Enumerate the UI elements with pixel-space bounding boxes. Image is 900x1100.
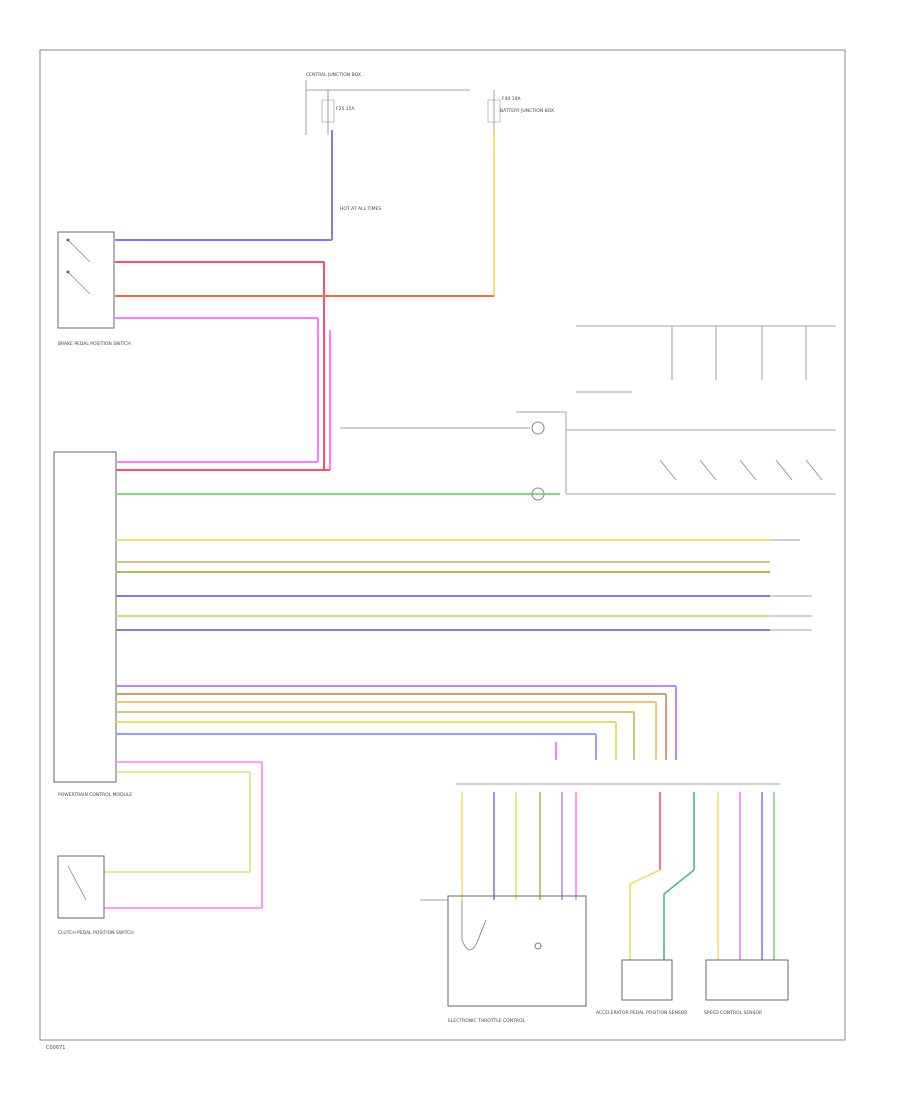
clutch-wires bbox=[104, 762, 263, 909]
label-sensor-a: ELECTRONIC THROTTLE CONTROL bbox=[448, 1018, 525, 1024]
right-terminals bbox=[770, 539, 812, 631]
label-hot: HOT AT ALL TIMES bbox=[340, 206, 381, 212]
brake-switch bbox=[57, 231, 115, 329]
footer-code: C00671 bbox=[46, 1045, 66, 1051]
label-junction-box: CENTRAL JUNCTION BOX bbox=[306, 72, 361, 78]
label-sensor-c: SPEED CONTROL SENSOR bbox=[704, 1010, 762, 1016]
bottom-boxes bbox=[420, 895, 789, 1007]
pcm-module bbox=[53, 451, 117, 783]
bottom-wires bbox=[461, 792, 775, 960]
label-sensor-b: ACCELERATOR PEDAL POSITION SENSOR bbox=[596, 1010, 687, 1016]
switch-matrix bbox=[340, 325, 836, 501]
label-clutch-switch: CLUTCH PEDAL POSITION SWITCH bbox=[58, 930, 134, 936]
label-fuse-right: F40 10A bbox=[502, 96, 521, 102]
pcm-wires bbox=[116, 461, 770, 773]
label-battery-junction: BATTERY JUNCTION BOX bbox=[500, 108, 554, 114]
label-fuse-left: F25 15A bbox=[336, 106, 355, 112]
switch-wires bbox=[115, 130, 495, 470]
clutch-switch bbox=[57, 855, 105, 919]
label-brake-switch: BRAKE PEDAL POSITION SWITCH bbox=[58, 341, 131, 347]
fuse-area bbox=[305, 80, 501, 135]
diagram-border bbox=[39, 49, 846, 1041]
label-pcm: POWERTRAIN CONTROL MODULE bbox=[58, 792, 132, 798]
